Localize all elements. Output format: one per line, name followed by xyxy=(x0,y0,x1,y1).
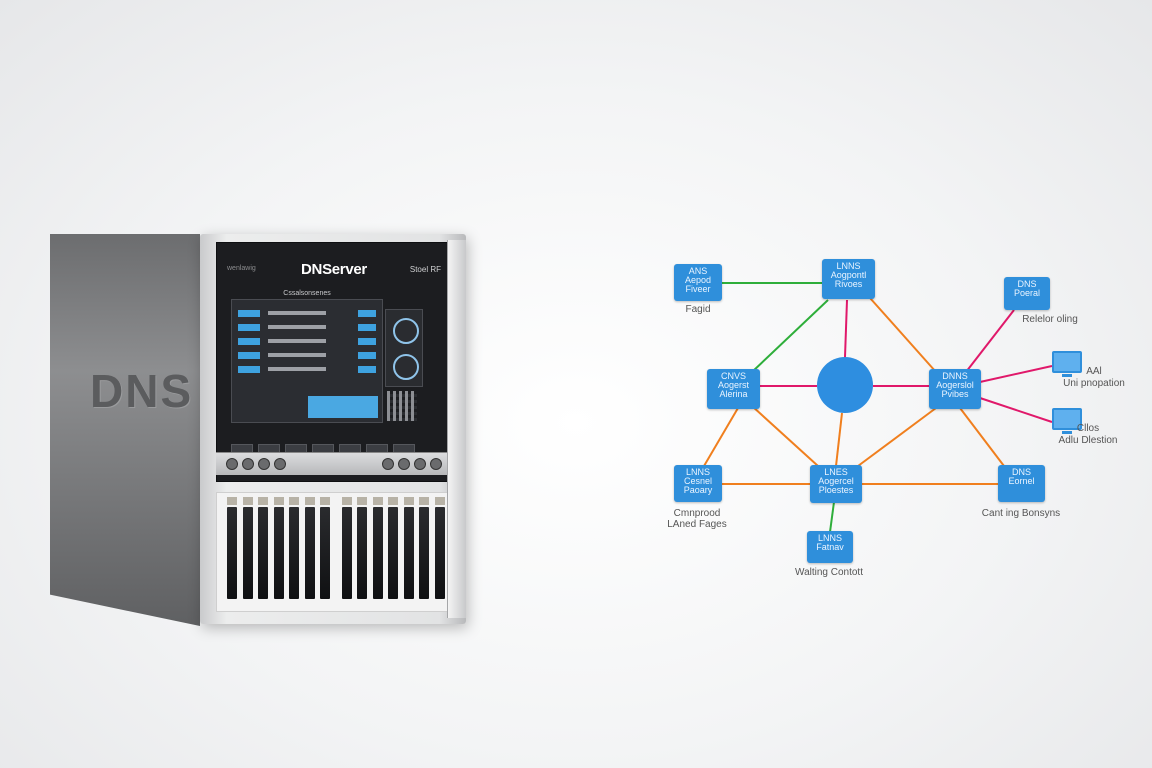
drive-slot-latch xyxy=(403,497,414,505)
edge-n2-n5 xyxy=(869,297,937,373)
drive-slot xyxy=(419,507,429,599)
edge-n5-n7 xyxy=(857,407,937,467)
drive-slot xyxy=(357,507,367,599)
knob-icon xyxy=(398,458,410,470)
edge-n4-n6 xyxy=(703,407,739,467)
node-3-caption: Relelor oling xyxy=(1022,314,1078,325)
edge-hub-n7 xyxy=(835,412,843,467)
drive-slot xyxy=(434,507,445,599)
display-row xyxy=(238,324,376,332)
keypad-grid xyxy=(387,391,417,421)
edge-n5-mon1 xyxy=(979,365,1053,383)
drive-slot-latch xyxy=(419,497,429,505)
knob-icon xyxy=(242,458,254,470)
drive-slot xyxy=(304,507,315,599)
drive-slot xyxy=(372,507,383,599)
drive-slot xyxy=(227,507,237,599)
edge-n5-mon2 xyxy=(979,397,1053,423)
edge-n2-hub xyxy=(844,299,848,358)
drive-slot xyxy=(273,507,284,599)
node-6-caption: Cmnprood LAned Fages xyxy=(667,508,727,530)
display-row xyxy=(238,366,376,374)
knob-icon xyxy=(274,458,286,470)
gauge-panel xyxy=(385,309,423,387)
drive-slot-latch xyxy=(273,497,284,505)
server-side-panel: DNS xyxy=(50,234,200,626)
server-front-panel: wenlawig DNServer Stoel RF Cssalsonsenes xyxy=(200,234,466,624)
edge-n2-n4 xyxy=(751,299,829,373)
drive-slot-latch xyxy=(304,497,315,505)
monitor-icon xyxy=(1052,408,1082,434)
display-panel-block xyxy=(308,396,378,418)
drive-slot-latch xyxy=(341,497,352,505)
display-title: Cssalsonsenes xyxy=(283,290,331,297)
drive-slot-latch xyxy=(227,497,237,505)
server-side-label: DNS xyxy=(90,365,194,417)
drive-bay xyxy=(216,492,452,612)
display-row xyxy=(238,310,376,318)
server-edge xyxy=(447,240,466,618)
central-hub-node xyxy=(817,357,873,413)
server-display: Cssalsonsenes xyxy=(231,290,383,423)
drive-slot-latch xyxy=(388,497,398,505)
edge-n5-n8 xyxy=(959,407,1005,467)
knob-icon xyxy=(430,458,442,470)
knob-icon xyxy=(414,458,426,470)
drive-slot-latch xyxy=(242,497,253,505)
edge-n7-n9 xyxy=(829,501,835,533)
node-9-caption: Walting Contott xyxy=(795,567,863,578)
drive-slot-latch xyxy=(372,497,383,505)
control-knob-strip xyxy=(216,452,450,475)
knob-icon xyxy=(258,458,270,470)
knob-icon xyxy=(226,458,238,470)
knob-icon xyxy=(382,458,394,470)
node-8-caption: Cant ing Bonsyns xyxy=(981,508,1061,519)
server-tower: DNS wenlawig DNServer Stoel RF Cssalsons… xyxy=(50,234,466,626)
drive-slot xyxy=(403,507,414,599)
display-row xyxy=(238,352,376,360)
drive-slot-latch xyxy=(320,497,330,505)
gauge-icon xyxy=(393,354,419,380)
bezel-left-label: wenlawig xyxy=(227,265,256,272)
drive-slot xyxy=(341,507,352,599)
drive-slot xyxy=(320,507,330,599)
bezel-right-label: Stoel RF xyxy=(409,265,441,274)
drive-slot xyxy=(388,507,398,599)
drive-slot-latch xyxy=(357,497,367,505)
server-title: DNServer xyxy=(301,261,367,278)
drive-slot xyxy=(258,507,268,599)
display-row xyxy=(238,338,376,346)
drive-slot xyxy=(242,507,253,599)
drive-slot xyxy=(289,507,299,599)
monitor-icon xyxy=(1052,351,1082,377)
drive-slot-latch xyxy=(434,497,445,505)
gauge-icon xyxy=(393,318,419,344)
node-1-caption: Fagid xyxy=(685,304,711,315)
edge-n5-n3 xyxy=(965,309,1015,373)
drive-slot-latch xyxy=(289,497,299,505)
drive-slot-latch xyxy=(258,497,268,505)
edge-n4-n7 xyxy=(751,405,819,467)
